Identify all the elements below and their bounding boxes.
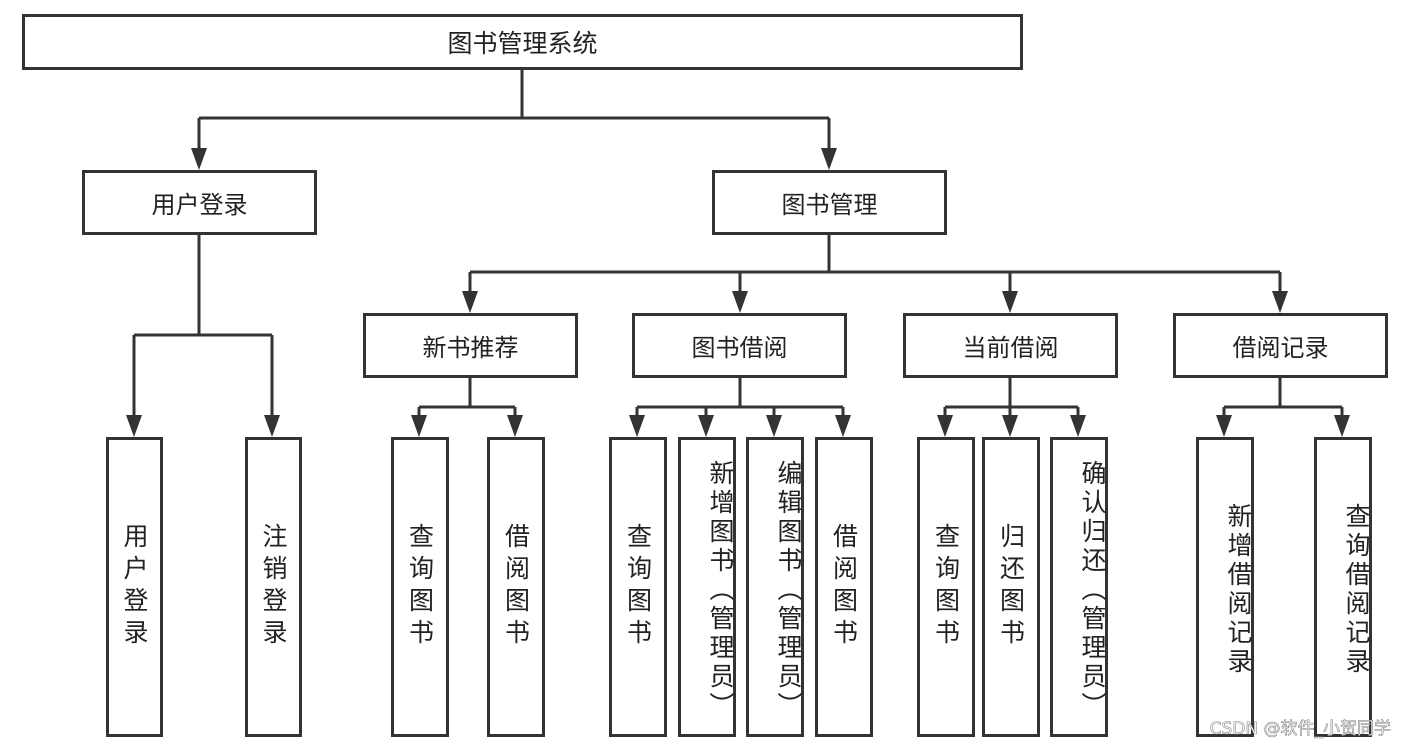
- arrowhead: [698, 415, 714, 437]
- leaf-node: 查询图书: [609, 437, 667, 737]
- leaf-node: 确认归还（管理员）: [1050, 437, 1108, 737]
- submodule-node: 借阅记录: [1173, 313, 1388, 378]
- arrowhead: [1070, 415, 1086, 437]
- arrowhead: [1216, 415, 1232, 437]
- leaf-node: 借阅图书: [815, 437, 873, 737]
- arrowhead: [1334, 415, 1350, 437]
- arrowhead: [766, 415, 782, 437]
- leaf-node: 编辑图书（管理员）: [746, 437, 804, 737]
- leaf-node: 查询图书: [391, 437, 449, 737]
- submodule-node: 图书借阅: [632, 313, 847, 378]
- leaf-node: 注销登录: [245, 437, 302, 737]
- leaf-node: 查询图书: [917, 437, 975, 737]
- node-user-login: 用户登录: [82, 170, 317, 235]
- arrowhead: [821, 148, 837, 170]
- root-node: 图书管理系统: [22, 14, 1023, 70]
- leaf-node: 查询借阅记录: [1314, 437, 1372, 737]
- arrowhead: [191, 148, 207, 170]
- arrowhead: [411, 415, 427, 437]
- leaf-node: 新增借阅记录: [1196, 437, 1254, 737]
- arrowhead: [462, 291, 478, 313]
- arrowhead: [507, 415, 523, 437]
- watermark: CSDN @软件_小贺同学: [1209, 719, 1391, 740]
- node-book-management: 图书管理: [712, 170, 947, 235]
- leaf-node: 归还图书: [982, 437, 1040, 737]
- leaf-node: 新增图书（管理员）: [678, 437, 736, 737]
- arrowhead: [732, 291, 748, 313]
- arrowhead: [629, 415, 645, 437]
- leaf-node: 借阅图书: [487, 437, 545, 737]
- leaf-node: 用户登录: [106, 437, 163, 737]
- arrowhead: [1002, 415, 1018, 437]
- arrowhead: [126, 415, 142, 437]
- submodule-node: 新书推荐: [363, 313, 578, 378]
- arrowhead: [937, 415, 953, 437]
- arrowhead: [1002, 291, 1018, 313]
- arrowhead: [835, 415, 851, 437]
- arrowhead: [264, 415, 280, 437]
- submodule-node: 当前借阅: [903, 313, 1118, 378]
- arrowhead: [1272, 291, 1288, 313]
